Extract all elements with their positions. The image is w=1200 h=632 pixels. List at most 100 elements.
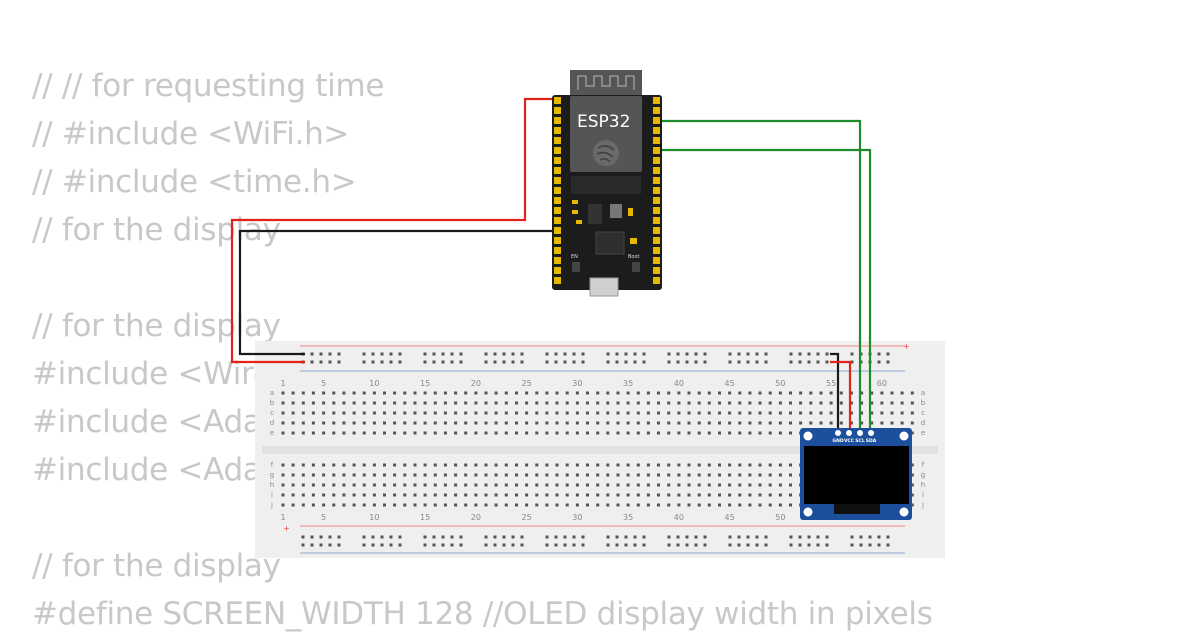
breadboard-hole[interactable] (575, 391, 579, 395)
breadboard-hole[interactable] (646, 473, 650, 477)
breadboard-hole[interactable] (697, 391, 701, 395)
rail-hole[interactable] (728, 352, 732, 356)
breadboard-hole[interactable] (657, 391, 660, 395)
breadboard-hole[interactable] (474, 473, 478, 477)
breadboard-hole[interactable] (383, 463, 386, 467)
rail-hole[interactable] (554, 543, 558, 547)
breadboard-hole[interactable] (910, 483, 914, 487)
rail-hole[interactable] (807, 360, 811, 364)
breadboard-hole[interactable] (322, 493, 326, 497)
esp32-pin[interactable] (653, 137, 660, 144)
breadboard-hole[interactable] (839, 391, 843, 395)
breadboard-hole[interactable] (413, 503, 417, 507)
rail-hole[interactable] (380, 543, 384, 547)
esp32-pin[interactable] (653, 117, 660, 124)
rail-hole[interactable] (493, 352, 497, 356)
rail-hole[interactable] (389, 360, 393, 364)
breadboard-hole[interactable] (474, 503, 478, 507)
esp32-board[interactable]: ESP32 EN Boot (552, 70, 662, 297)
breadboard-hole[interactable] (443, 503, 447, 507)
breadboard-hole[interactable] (565, 483, 569, 487)
breadboard-hole[interactable] (677, 421, 681, 425)
breadboard-hole[interactable] (910, 391, 914, 395)
esp32-pin[interactable] (554, 187, 561, 194)
rail-hole[interactable] (703, 352, 707, 356)
breadboard-hole[interactable] (687, 473, 691, 477)
breadboard-hole[interactable] (515, 391, 518, 395)
rail-hole[interactable] (398, 360, 402, 364)
breadboard-hole[interactable] (464, 421, 468, 425)
breadboard-hole[interactable] (443, 493, 447, 497)
breadboard-hole[interactable] (789, 401, 792, 405)
breadboard-hole[interactable] (677, 391, 681, 395)
rail-hole[interactable] (703, 535, 707, 539)
breadboard-hole[interactable] (281, 473, 285, 477)
breadboard-hole[interactable] (667, 401, 671, 405)
breadboard-hole[interactable] (636, 463, 640, 467)
breadboard-hole[interactable] (352, 431, 356, 435)
breadboard-hole[interactable] (718, 483, 721, 487)
breadboard-hole[interactable] (332, 493, 336, 497)
rail-hole[interactable] (642, 535, 646, 539)
rail-hole[interactable] (310, 543, 314, 547)
breadboard-hole[interactable] (758, 503, 762, 507)
breadboard-hole[interactable] (525, 401, 529, 405)
breadboard-hole[interactable] (454, 503, 458, 507)
rail-hole[interactable] (624, 535, 628, 539)
esp32-en-button[interactable] (572, 262, 580, 272)
breadboard-hole[interactable] (443, 463, 447, 467)
breadboard-hole[interactable] (311, 411, 315, 415)
esp32-pin[interactable] (653, 217, 660, 224)
breadboard-hole[interactable] (778, 493, 782, 497)
breadboard-hole[interactable] (667, 473, 671, 477)
breadboard-hole[interactable] (525, 503, 529, 507)
rail-hole[interactable] (441, 360, 445, 364)
rail-hole[interactable] (484, 360, 488, 364)
breadboard-hole[interactable] (860, 391, 864, 395)
breadboard-hole[interactable] (799, 401, 803, 405)
rail-hole[interactable] (737, 543, 741, 547)
rail-hole[interactable] (798, 360, 802, 364)
rail-hole[interactable] (685, 535, 689, 539)
rail-hole[interactable] (755, 535, 759, 539)
rail-hole[interactable] (850, 360, 854, 364)
breadboard-hole[interactable] (586, 503, 589, 507)
breadboard-hole[interactable] (322, 401, 326, 405)
breadboard-hole[interactable] (504, 483, 508, 487)
rail-hole[interactable] (301, 543, 305, 547)
esp32-pin[interactable] (653, 107, 660, 114)
breadboard-hole[interactable] (454, 483, 458, 487)
breadboard-hole[interactable] (393, 421, 397, 425)
breadboard-hole[interactable] (535, 463, 539, 467)
breadboard-hole[interactable] (281, 483, 285, 487)
breadboard-hole[interactable] (646, 503, 650, 507)
rail-hole[interactable] (337, 543, 341, 547)
breadboard-hole[interactable] (910, 503, 914, 507)
breadboard-hole[interactable] (494, 401, 498, 405)
rail-hole[interactable] (746, 543, 750, 547)
rail-hole[interactable] (362, 535, 366, 539)
breadboard-hole[interactable] (910, 401, 914, 405)
breadboard-hole[interactable] (393, 401, 397, 405)
rail-hole[interactable] (615, 535, 619, 539)
rail-hole[interactable] (432, 352, 436, 356)
breadboard-hole[interactable] (525, 421, 529, 425)
breadboard-hole[interactable] (464, 463, 468, 467)
breadboard-hole[interactable] (423, 493, 427, 497)
rail-hole[interactable] (886, 352, 890, 356)
rail-hole[interactable] (450, 543, 454, 547)
breadboard-hole[interactable] (646, 431, 650, 435)
breadboard-hole[interactable] (372, 431, 376, 435)
breadboard-hole[interactable] (372, 503, 376, 507)
esp32-pin[interactable] (554, 167, 561, 174)
breadboard-hole[interactable] (728, 483, 732, 487)
breadboard-hole[interactable] (778, 391, 782, 395)
breadboard-hole[interactable] (667, 411, 671, 415)
breadboard-hole[interactable] (575, 483, 579, 487)
breadboard-hole[interactable] (535, 431, 539, 435)
breadboard-hole[interactable] (555, 421, 559, 425)
breadboard-hole[interactable] (910, 473, 914, 477)
breadboard-hole[interactable] (829, 401, 833, 405)
breadboard-hole[interactable] (413, 431, 417, 435)
breadboard-hole[interactable] (362, 483, 366, 487)
